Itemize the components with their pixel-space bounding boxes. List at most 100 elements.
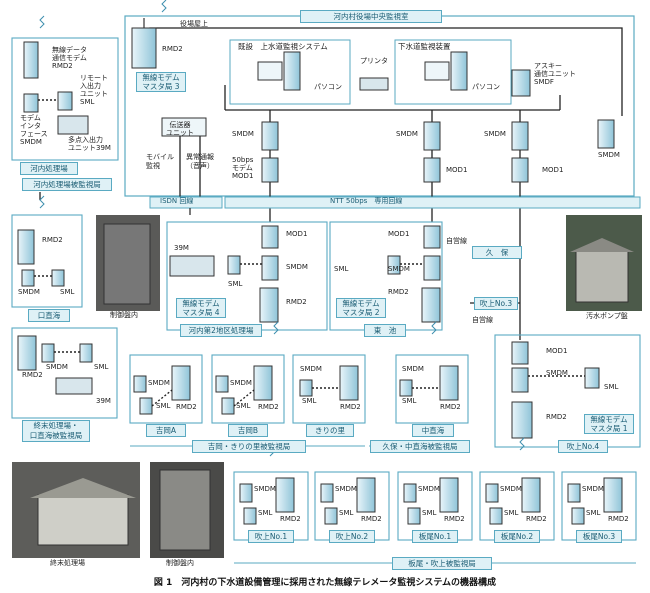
pc1-label: パソコン [314, 83, 342, 91]
daini-sml: SML [228, 280, 243, 288]
bottom-station-2-name: 吹上No.2 [329, 530, 375, 543]
kochi-station-name: 河内処理場 [20, 162, 78, 175]
central-room-title: 河内村役場中央監視室 [300, 10, 442, 23]
fukiage4-name: 吹上No.4 [558, 440, 608, 453]
bottom-station-4-smdm: SMDM [500, 485, 522, 493]
kuchi-sml: SML [60, 288, 75, 296]
naka-rmd2: RMD2 [440, 403, 461, 411]
roof-label: 役場屋上 [180, 20, 208, 28]
yoshi-c-rmd2: RMD2 [340, 403, 361, 411]
yoshi-c-name: きりの里 [306, 424, 354, 437]
bottom-station-2-smdm: SMDM [335, 485, 357, 493]
yoshi-a-smdm: SMDM [148, 379, 170, 387]
central-smdm-a: SMDM [232, 130, 254, 138]
panel-photo-caption-2: 制御盤内 [166, 559, 194, 567]
naka-smdm: SMDM [402, 365, 424, 373]
higashi-rmd2: RMD2 [388, 288, 409, 296]
dashed-links [34, 99, 585, 407]
station-devices [17, 41, 600, 439]
central-smdm-d: SMDM [598, 151, 620, 159]
central-mod1-c: MOD1 [542, 166, 564, 174]
bottom-station-2-sml: SML [339, 509, 354, 517]
small-station-devices [133, 365, 623, 525]
central-mod1-b: MOD1 [446, 166, 468, 174]
bottom-station-3-name: 板尾No.1 [412, 530, 458, 543]
higashi-station-name: 東 池 [364, 324, 406, 337]
daini-39m: 39M [174, 244, 189, 252]
naka-station-name: 中直海 [412, 424, 454, 437]
bottom-station-3-sml: SML [422, 509, 437, 517]
fukiage4-sml: SML [604, 383, 619, 391]
pc2-label: パソコン [472, 83, 500, 91]
bottom-station-5-rmd2: RMD2 [608, 515, 629, 523]
fukiage4-rmd2: RMD2 [546, 413, 567, 421]
fukiage-3-label: 吹上No.3 [474, 297, 518, 310]
bottom-station-4-name: 板尾No.2 [494, 530, 540, 543]
bottom-station-4-sml: SML [504, 509, 519, 517]
transmitter-label: 伝送器ユニット [166, 121, 194, 137]
bottom-station-2-rmd2: RMD2 [361, 515, 382, 523]
daini-station-name: 河内第2地区処理場 [180, 324, 262, 337]
master-3-label: 無線モデムマスタ局 3 [136, 72, 186, 92]
central-smdm-c: SMDM [484, 130, 506, 138]
panel-photo-caption-1: 制御盤内 [110, 311, 138, 319]
printer-label: プリンタ [360, 57, 388, 65]
yoshi-a-name: 吉岡A [146, 424, 186, 437]
bottom-station-5-smdm: SMDM [582, 485, 604, 493]
higashi-smdm: SMDM [388, 265, 410, 273]
central-devices [131, 18, 615, 183]
yoshi-b-sml: SML [236, 402, 251, 410]
yoshi-a-sml: SML [156, 402, 171, 410]
bottom-station-3-rmd2: RMD2 [444, 515, 465, 523]
higashi-mod1: MOD1 [388, 230, 410, 238]
kochi-group-label: 河内処理場被監視局 [22, 178, 112, 191]
daini-smdm: SMDM [286, 263, 308, 271]
bottom-group-label: 板尾・吹上被監視局 [392, 557, 492, 570]
higashi-sml: SML [334, 265, 349, 273]
central-smdm-b: SMDM [396, 130, 418, 138]
daini-rmd2: RMD2 [286, 298, 307, 306]
yoshi-c-smdm: SMDM [300, 365, 322, 373]
alarm-label: 異常通報（音声） [186, 153, 214, 170]
shumatsu-photo-caption: 終末処理場 [50, 559, 85, 567]
bottom-station-1-smdm: SMDM [254, 485, 276, 493]
yoshi-b-smdm: SMDM [230, 379, 252, 387]
mobile-monitor-label: モバイル監視 [146, 153, 174, 170]
self-line-2: 自営線 [472, 316, 493, 324]
naka-group-label: 久保・中直海被監視局 [370, 440, 470, 453]
naka-sml: SML [402, 397, 417, 405]
kochi-multi-io-label: 多点入出力ユニット39M [68, 136, 111, 152]
ntt-label: NTT 50bps 専用回線 [330, 197, 403, 205]
kubo-label: 久 保 [472, 246, 522, 259]
master-1-label: 無線モデムマスタ局 1 [584, 414, 634, 434]
bottom-station-3-smdm: SMDM [418, 485, 440, 493]
isdn-label: ISDN 回線 [160, 197, 194, 205]
central-rmd2: RMD2 [162, 45, 183, 53]
yoshi-b-rmd2: RMD2 [258, 403, 279, 411]
figure-caption: 図 1 河内村の下水道設備管理に採用された無線テレメータ監視システムの機器構成 [153, 578, 497, 588]
sewer-monitor-label: 下水道監視装置 [398, 42, 451, 51]
kuchi-station-name: 口直海 [28, 309, 70, 322]
master-2-label: 無線モデムマスタ局 2 [336, 298, 386, 318]
self-line-1: 自営線 [446, 237, 467, 245]
kuchi-rmd2: RMD2 [42, 236, 63, 244]
bottom-station-5-sml: SML [586, 509, 601, 517]
yoshi-b-name: 吉岡B [228, 424, 268, 437]
shumatsu-sml: SML [94, 363, 109, 371]
fukiage4-smdm: SMDM [546, 369, 568, 377]
bottom-station-1-rmd2: RMD2 [280, 515, 301, 523]
shumatsu-smdm: SMDM [46, 363, 68, 371]
yoshi-c-sml: SML [302, 397, 317, 405]
shumatsu-rmd2: RMD2 [22, 371, 43, 379]
bottom-station-5-name: 板尾No.3 [576, 530, 622, 543]
bottom-station-4-rmd2: RMD2 [526, 515, 547, 523]
daini-mod1: MOD1 [286, 230, 308, 238]
yoshi-a-rmd2: RMD2 [176, 403, 197, 411]
